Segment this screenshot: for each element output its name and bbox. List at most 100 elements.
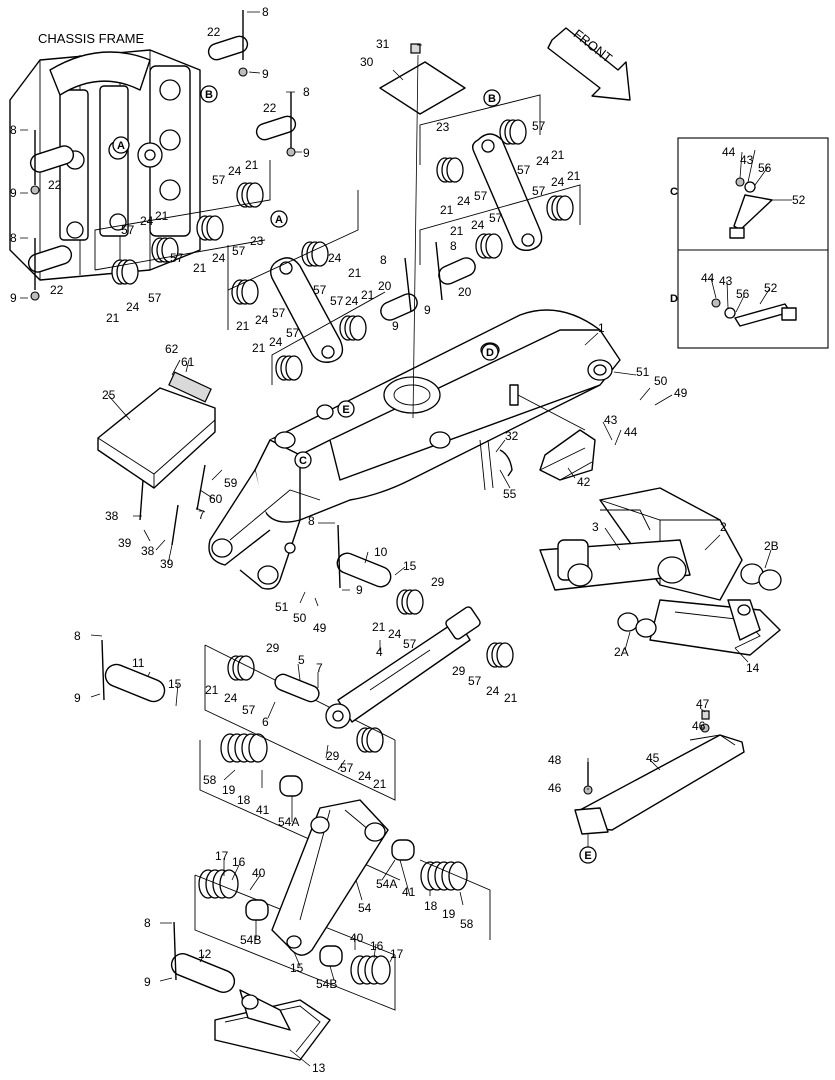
label-7-b: 7 (316, 661, 323, 675)
label-57-j: 57 (532, 119, 546, 133)
label-32: 32 (505, 429, 519, 443)
label-57-c: 57 (170, 251, 184, 265)
label-21-h: 21 (252, 341, 266, 355)
callout-e-2: E (579, 846, 597, 864)
front-arrow: FRONT (547, 26, 631, 101)
label-57-q: 57 (242, 703, 256, 717)
label-24-n: 24 (486, 684, 500, 698)
label-49-b: 49 (313, 621, 327, 635)
label-24-p: 24 (358, 769, 372, 783)
label-57-b: 57 (121, 223, 135, 237)
svg-text:A: A (117, 140, 125, 152)
label-56-c: 56 (758, 161, 772, 175)
label-18-a: 18 (237, 793, 251, 807)
detail-box-d-label: D (670, 293, 678, 305)
label-43-d: 43 (719, 274, 733, 288)
label-43-a: 43 (604, 413, 618, 427)
label-8-e: 8 (380, 253, 387, 267)
label-9-c: 9 (10, 186, 17, 200)
label-57-n: 57 (489, 211, 503, 225)
part-labels: 8 22 9 8 22 9 8 9 22 8 9 22 57 24 21 21 … (10, 5, 806, 1075)
label-38-b: 38 (141, 544, 155, 558)
svg-text:A: A (275, 214, 283, 226)
callout-c: C (294, 451, 312, 469)
label-29-a: 29 (431, 575, 445, 589)
label-30: 30 (360, 55, 374, 69)
label-44-c: 44 (722, 145, 736, 159)
label-24-m: 24 (388, 627, 402, 641)
label-8-a: 8 (262, 5, 269, 19)
callout-a-2: A (270, 210, 288, 228)
label-3: 3 (592, 520, 599, 534)
label-21-i: 21 (551, 148, 565, 162)
label-44-d: 44 (701, 271, 715, 285)
label-8-b: 8 (303, 85, 310, 99)
label-21-g: 21 (361, 288, 375, 302)
label-54b-a: 54B (240, 933, 261, 947)
label-22-d: 22 (50, 283, 64, 297)
label-9-b: 9 (303, 146, 310, 160)
label-58-a: 58 (203, 773, 217, 787)
label-9-d: 9 (10, 291, 17, 305)
chassis-frame (9, 49, 201, 281)
label-24-o: 24 (224, 691, 238, 705)
label-58-b: 58 (460, 917, 474, 931)
detail-box-c-label: C (670, 186, 678, 198)
label-24-g: 24 (345, 294, 359, 308)
label-8-h: 8 (74, 629, 81, 643)
label-41-b: 41 (402, 885, 416, 899)
label-15-a: 15 (403, 559, 417, 573)
callout-d: D (481, 343, 499, 361)
label-44-a: 44 (624, 425, 638, 439)
spring-packs (111, 119, 574, 985)
label-19-a: 19 (222, 783, 236, 797)
label-47: 47 (696, 697, 710, 711)
label-38-a: 38 (105, 509, 119, 523)
label-17-b: 17 (390, 947, 404, 961)
label-57-e: 57 (148, 291, 162, 305)
label-52-c: 52 (792, 193, 806, 207)
label-9-e: 9 (392, 319, 399, 333)
svg-text:B: B (205, 89, 213, 101)
label-9-f: 9 (424, 303, 431, 317)
label-24-i: 24 (536, 154, 550, 168)
label-50-a: 50 (654, 374, 668, 388)
label-21-b: 21 (155, 209, 169, 223)
svg-text:D: D (486, 347, 494, 359)
label-25: 25 (102, 388, 116, 402)
label-24-a: 24 (228, 164, 242, 178)
label-43-c: 43 (740, 153, 754, 167)
label-21-o: 21 (205, 683, 219, 697)
label-46-b: 46 (548, 781, 562, 795)
label-31: 31 (376, 37, 390, 51)
label-9-i: 9 (144, 975, 151, 989)
label-10: 10 (374, 545, 388, 559)
label-62: 62 (165, 342, 179, 356)
diagram-title: CHASSIS FRAME (38, 31, 145, 46)
label-54a-a: 54A (278, 815, 299, 829)
svg-text:E: E (584, 850, 591, 862)
label-57-i: 57 (286, 326, 300, 340)
label-21-j: 21 (440, 203, 454, 217)
detail-box-cd: C D (670, 137, 829, 349)
group-outlines (94, 94, 581, 1011)
label-8-i: 8 (144, 916, 151, 930)
chassis-pins (27, 10, 297, 301)
label-21-l: 21 (450, 224, 464, 238)
label-23-b: 23 (436, 120, 450, 134)
label-57-d: 57 (232, 244, 246, 258)
label-57-m: 57 (532, 184, 546, 198)
label-24-l: 24 (471, 218, 485, 232)
label-22-b: 22 (263, 101, 277, 115)
label-8-g: 8 (308, 514, 315, 528)
label-61: 61 (181, 355, 195, 369)
label-60: 60 (209, 492, 223, 506)
label-49-a: 49 (674, 386, 688, 400)
plate-30 (379, 61, 466, 115)
cylinder-4 (325, 606, 481, 729)
label-24-e: 24 (328, 251, 342, 265)
label-16-a: 16 (232, 855, 246, 869)
label-8-c: 8 (10, 123, 17, 137)
label-2b: 2B (764, 539, 779, 553)
